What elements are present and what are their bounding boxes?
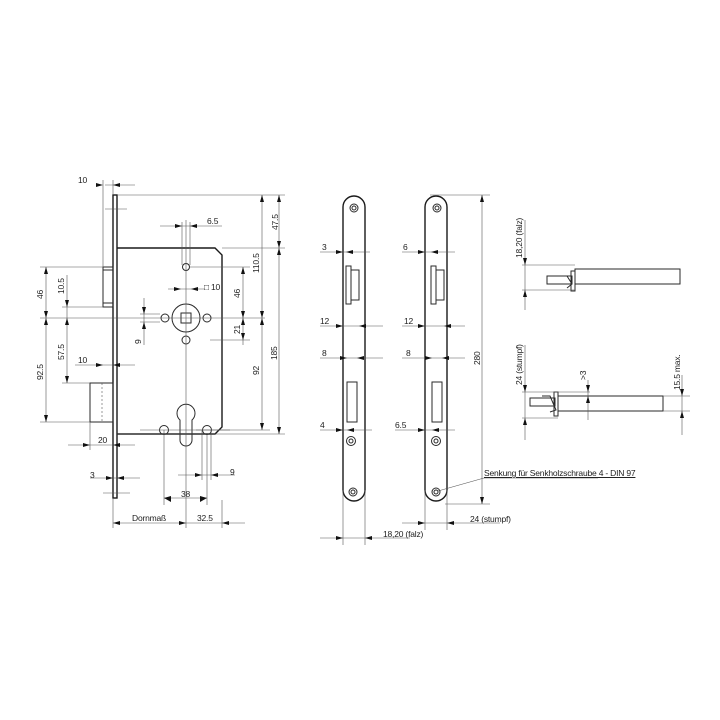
label-follower-width: 6.5 [207, 216, 219, 226]
label-top-to-body: 47.5 [270, 214, 280, 230]
label-left-top-gap: 3 [322, 242, 327, 252]
spindle-top [522, 220, 681, 310]
dead-bolt [89, 382, 114, 423]
label-left-lower-gap: 4 [320, 420, 325, 430]
label-follower-to-hole: 21 [232, 324, 242, 334]
faceplate-right [424, 195, 448, 502]
lock-body [40, 194, 265, 499]
label-bolt-lower: 92.5 [35, 364, 45, 380]
label-faceplate-offset: 10 [78, 175, 88, 185]
label-spindle-max: 15.5 max. [672, 354, 682, 390]
label-cylinder-screw-holes: 38 [181, 489, 191, 499]
label-latch-offset: 10.5 [56, 278, 66, 294]
label-left-width: 18,20 (falz) [383, 529, 424, 539]
label-latch-to-follower: 46 [232, 288, 242, 298]
latch-bolt [102, 266, 114, 308]
label-left-latch-width: 12 [320, 316, 330, 326]
label-top-to-follower: 110.5 [251, 253, 261, 273]
faceplate-left [342, 195, 366, 502]
label-left-bolt-width: 8 [322, 348, 327, 358]
cylinder-cutout [176, 403, 196, 447]
label-backset-right: 32.5 [197, 513, 213, 523]
label-total-length: 280 [472, 351, 482, 365]
label-right-lower-gap: 6.5 [395, 420, 407, 430]
label-dead-bolt-projection: 10 [78, 355, 88, 365]
label-cylinder-offset: 9 [230, 467, 235, 477]
label-countersink-note: Senkung für Senkholzschraube 4 - DIN 97 [484, 468, 636, 478]
label-right-bolt-width: 8 [406, 348, 411, 358]
label-right-top-gap: 6 [403, 242, 408, 252]
label-spindle-offset: >3 [578, 370, 588, 380]
label-right-latch-width: 12 [404, 316, 414, 326]
label-backset: Dornmaß [132, 513, 167, 523]
faceplate-dimensions [320, 194, 598, 545]
square-hole-icon: □ [204, 282, 209, 292]
label-follower-to-key: 92 [251, 365, 261, 375]
lock-body-dimensions [40, 180, 285, 528]
spindle-bottom [522, 345, 690, 440]
label-dead-bolt-offset: 57.5 [56, 344, 66, 360]
label-total-height: 185 [269, 346, 279, 360]
label-square-hole: 10 [211, 282, 221, 292]
label-right-width: 24 (stumpf) [470, 514, 511, 524]
label-faceplate-thickness: 3 [90, 470, 95, 480]
label-spindle-top: 18,20 (falz) [514, 217, 524, 258]
label-bolt-throw: 20 [98, 435, 108, 445]
label-screw-spacing: 9 [133, 339, 143, 344]
label-spindle-bottom: 24 (stumpf) [514, 344, 524, 385]
label-upper-latch: 46 [35, 289, 45, 299]
faceplate-side [112, 194, 118, 499]
